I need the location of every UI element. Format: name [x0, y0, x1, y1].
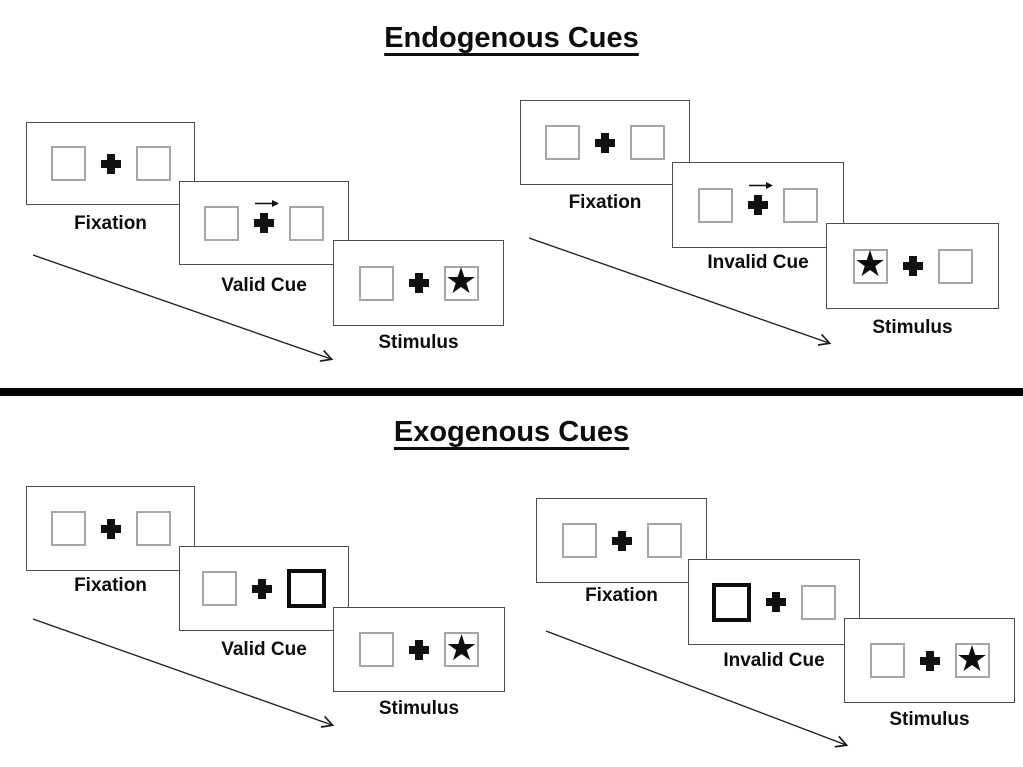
- endogenous-title-text: Endogenous Cues: [384, 22, 639, 54]
- left-box: [869, 643, 905, 678]
- fixation-cross-icon: [100, 518, 121, 539]
- left-box: [50, 146, 86, 181]
- right-box: [783, 187, 818, 223]
- exo-invalid-timeline-arrow: [545, 630, 849, 748]
- fixation-cross-icon: [766, 592, 786, 612]
- exo-valid-stimulus-label: Stimulus: [378, 698, 460, 719]
- star-icon: ★: [853, 244, 887, 285]
- right-box: [289, 205, 324, 241]
- right-box: [801, 584, 836, 620]
- right-box: [135, 511, 171, 546]
- left-box: [359, 632, 394, 667]
- right-box: ★: [444, 627, 479, 669]
- right-box: [646, 523, 682, 558]
- endo-invalid-fixation-label: Fixation: [568, 192, 642, 213]
- left-box: [358, 265, 394, 301]
- endo-invalid-cue-label: Invalid Cue: [707, 252, 809, 273]
- exo-invalid-fixation-panel: [536, 498, 707, 583]
- endo-valid-timeline-arrow: [32, 254, 334, 362]
- fixation-cross-icon: [408, 273, 429, 293]
- right-box: ★: [954, 638, 990, 680]
- left-box: ★: [852, 244, 888, 285]
- left-box: [204, 205, 239, 241]
- exo-valid-fixation-label: Fixation: [74, 575, 147, 596]
- exo-valid-cue-label: Valid Cue: [221, 639, 307, 660]
- fixation-cross-icon: [254, 213, 274, 233]
- exo-invalid-cue-label: Invalid Cue: [723, 650, 825, 671]
- endo-invalid-fixation-panel: [520, 100, 690, 185]
- fixation-cross-icon: [100, 153, 121, 174]
- exo-valid-timeline-arrow: [32, 618, 335, 728]
- star-icon: ★: [955, 638, 989, 680]
- endo-invalid-cue-panel: [672, 162, 844, 248]
- exo-valid-stimulus-panel: ★: [333, 607, 505, 692]
- endo-valid-fixation-label: Fixation: [74, 213, 147, 234]
- exogenous-title-text: Exogenous Cues: [393, 416, 630, 448]
- left-box: [698, 187, 733, 223]
- fixation-cross-icon: [902, 256, 923, 276]
- left-box: [202, 571, 237, 606]
- cue-center: [254, 200, 279, 233]
- highlighted-left-box: [712, 582, 751, 622]
- endo-valid-stimulus-panel: ★: [333, 240, 504, 326]
- endo-valid-stimulus-label: Stimulus: [378, 332, 459, 353]
- right-arrow-icon: [255, 200, 279, 207]
- endo-valid-fixation-panel: [26, 122, 195, 205]
- exo-valid-fixation-panel: [26, 486, 195, 571]
- endo-invalid-stimulus-panel: ★: [826, 223, 999, 309]
- fixation-cross-icon: [409, 639, 429, 660]
- right-box: ★: [443, 261, 479, 302]
- star-icon: ★: [445, 627, 478, 669]
- left-box: [545, 125, 580, 160]
- right-box: [135, 146, 171, 181]
- exo-invalid-stimulus-panel: ★: [844, 618, 1015, 703]
- fixation-cross-icon: [252, 578, 272, 599]
- highlighted-right-box: [287, 569, 326, 608]
- fixation-cross-icon: [595, 132, 615, 153]
- left-box: [561, 523, 597, 558]
- endo-invalid-timeline-arrow: [528, 237, 832, 346]
- endo-invalid-stimulus-label: Stimulus: [872, 317, 953, 338]
- exo-invalid-fixation-label: Fixation: [585, 585, 658, 606]
- endo-valid-cue-panel: [179, 181, 349, 265]
- fixation-cross-icon: [748, 195, 768, 215]
- endo-valid-cue-label: Valid Cue: [221, 275, 307, 296]
- section-divider-line: [0, 388, 1023, 396]
- left-box: [50, 511, 86, 546]
- fixation-cross-icon: [919, 650, 940, 671]
- exogenous-title: Exogenous Cues: [0, 416, 1023, 449]
- exo-valid-cue-panel: [179, 546, 349, 631]
- star-icon: ★: [444, 261, 478, 302]
- endogenous-title: Endogenous Cues: [0, 22, 1023, 55]
- exo-invalid-stimulus-label: Stimulus: [889, 709, 970, 730]
- cue-center: [748, 182, 773, 215]
- right-box: [937, 248, 973, 284]
- exo-invalid-cue-panel: [688, 559, 860, 645]
- right-arrow-icon: [749, 182, 773, 189]
- right-box: [630, 125, 665, 160]
- fixation-cross-icon: [611, 530, 632, 551]
